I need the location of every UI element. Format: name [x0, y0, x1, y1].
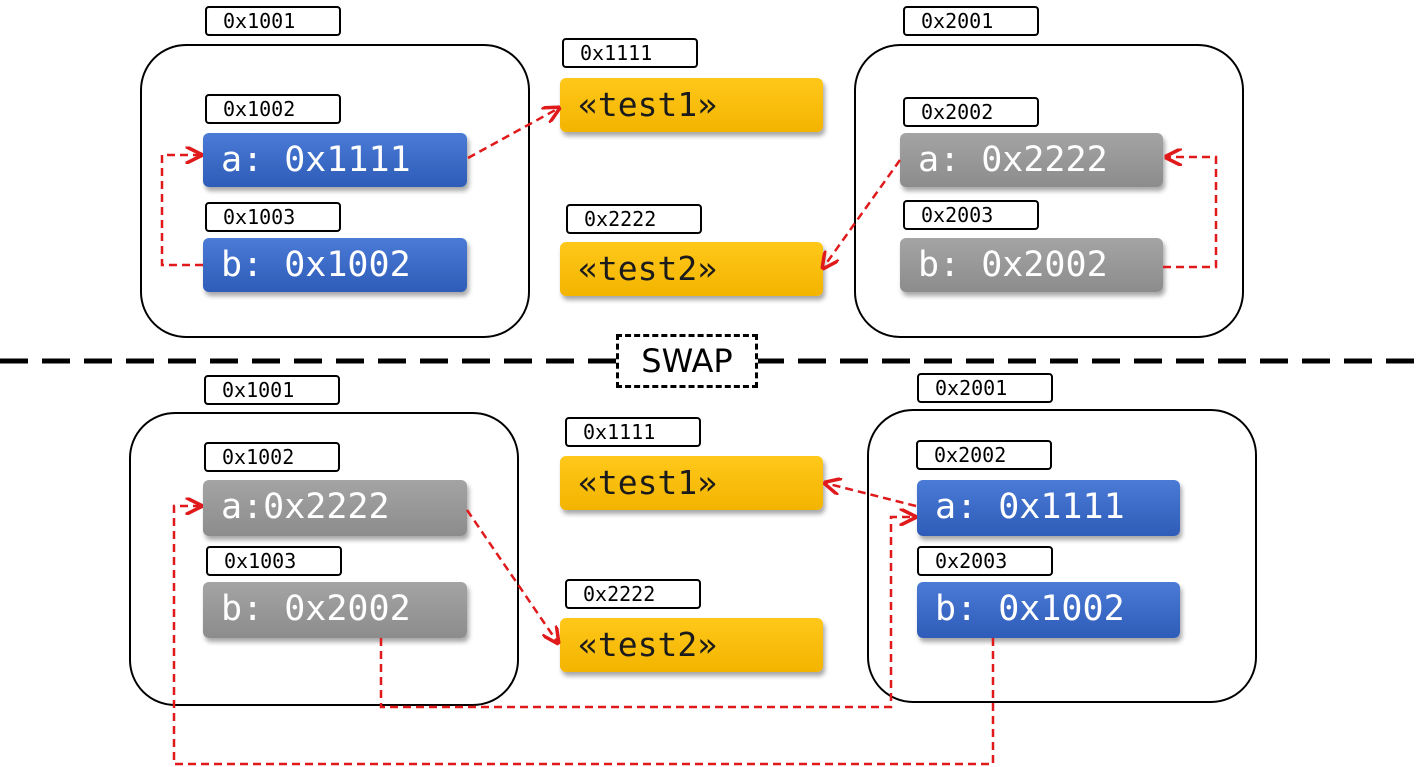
swap-label: SWAP: [616, 334, 758, 388]
frame-left-top-address: 0x1001: [205, 6, 341, 36]
var-b-address: 0x2003: [917, 546, 1053, 576]
frame-right-top-address: 0x2001: [903, 6, 1039, 36]
var-a-address: 0x2002: [903, 97, 1039, 127]
var-b-address: 0x1003: [206, 546, 342, 576]
var-b-address: 0x2003: [903, 200, 1039, 230]
frame-right-top: [854, 44, 1244, 338]
string-test1-box: «test1»: [560, 456, 823, 510]
string-test1-address: 0x1111: [562, 38, 698, 68]
string-test2-address: 0x2222: [565, 579, 701, 609]
string-test1-address: 0x1111: [565, 417, 701, 447]
var-a-box: a: 0x1111: [917, 480, 1180, 536]
var-a-box: a: 0x2222: [900, 133, 1163, 187]
var-a-box: a: 0x1111: [203, 133, 467, 187]
var-a-address: 0x1002: [204, 442, 340, 472]
var-b-box: b: 0x1002: [203, 238, 467, 292]
frame-right-bottom-address: 0x2001: [917, 373, 1053, 403]
var-b-box: b: 0x2002: [203, 582, 467, 638]
frame-left-bottom-address: 0x1001: [204, 375, 340, 405]
var-a-address: 0x1002: [205, 94, 341, 124]
var-a-box: a:0x2222: [203, 480, 467, 536]
frame-left-top: [140, 44, 530, 338]
var-b-box: b: 0x2002: [900, 238, 1163, 292]
string-test2-box: «test2»: [560, 242, 823, 296]
var-b-address: 0x1003: [205, 202, 341, 232]
var-b-box: b: 0x1002: [917, 582, 1180, 638]
string-test2-box: «test2»: [560, 618, 823, 672]
string-test2-address: 0x2222: [566, 204, 702, 234]
string-test1-box: «test1»: [560, 78, 823, 132]
var-a-address: 0x2002: [916, 440, 1052, 470]
